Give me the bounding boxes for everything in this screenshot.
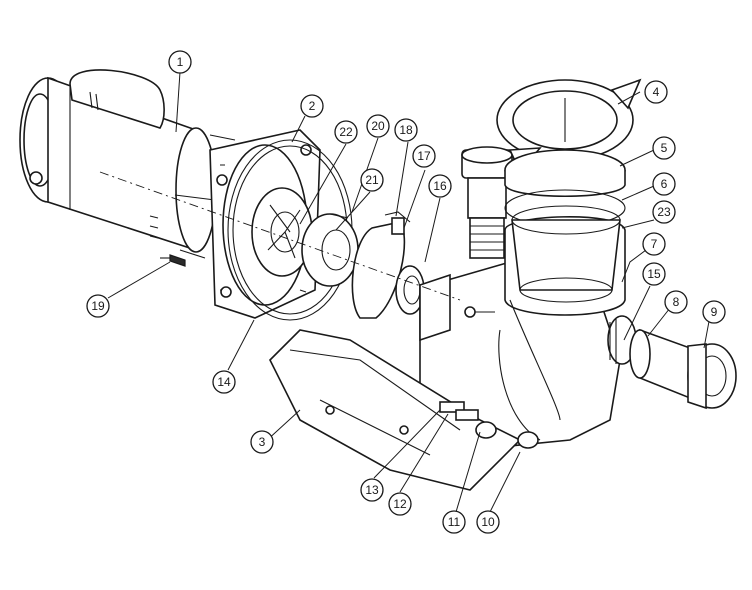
callout-16: 16 (428, 174, 452, 198)
callout-label: 13 (365, 483, 379, 497)
callout-label: 19 (91, 299, 105, 313)
callout-label: 2 (309, 99, 316, 113)
callout-1: 1 (168, 50, 192, 74)
callout-label: 17 (417, 149, 431, 163)
center-axis-line (99, 171, 461, 301)
callout-8: 8 (664, 290, 688, 314)
suction-union-fitting (461, 146, 513, 259)
lid-locking-ring (496, 78, 642, 174)
callout-14: 14 (212, 370, 236, 394)
callout-19: 19 (86, 294, 110, 318)
callout-11: 11 (442, 510, 466, 534)
diffuser-housing (351, 211, 411, 319)
discharge-union (607, 315, 737, 410)
motor (19, 69, 236, 259)
callout-5: 5 (652, 136, 676, 160)
callout-label: 3 (259, 435, 266, 449)
callout-21: 21 (360, 168, 384, 192)
drain-plugs-and-screws (160, 254, 539, 449)
callout-20: 20 (366, 114, 390, 138)
callout-label: 4 (653, 85, 660, 99)
callout-15: 15 (642, 262, 666, 286)
callout-label: 21 (365, 173, 379, 187)
strainer-lid (504, 149, 626, 198)
callout-2: 2 (300, 94, 324, 118)
callout-label: 18 (399, 123, 413, 137)
callout-9: 9 (702, 300, 726, 324)
callout-label: 10 (481, 515, 495, 529)
callout-label: 23 (657, 205, 671, 219)
pump-base (269, 329, 522, 491)
strainer-basket (511, 205, 621, 303)
callout-3: 3 (250, 430, 274, 454)
callout-label: 8 (673, 295, 680, 309)
callout-label: 9 (711, 305, 718, 319)
callout-18: 18 (394, 118, 418, 142)
callout-23: 23 (652, 200, 676, 224)
callout-label: 22 (339, 125, 353, 139)
callout-13: 13 (360, 478, 384, 502)
callout-7: 7 (642, 232, 666, 256)
callout-label: 12 (393, 497, 407, 511)
callout-12: 12 (388, 492, 412, 516)
callout-10: 10 (476, 510, 500, 534)
callout-22: 22 (334, 120, 358, 144)
callout-label: 7 (651, 237, 658, 251)
callout-17: 17 (412, 144, 436, 168)
callout-label: 15 (647, 267, 661, 281)
callout-label: 5 (661, 141, 668, 155)
callout-label: 11 (448, 515, 461, 529)
callout-label: 20 (371, 119, 385, 133)
callout-4: 4 (644, 80, 668, 104)
callout-label: 14 (217, 375, 231, 389)
callout-6: 6 (652, 172, 676, 196)
callout-label: 6 (661, 177, 668, 191)
diffuser (301, 213, 359, 287)
callout-label: 1 (177, 55, 184, 69)
callout-label: 16 (433, 179, 447, 193)
